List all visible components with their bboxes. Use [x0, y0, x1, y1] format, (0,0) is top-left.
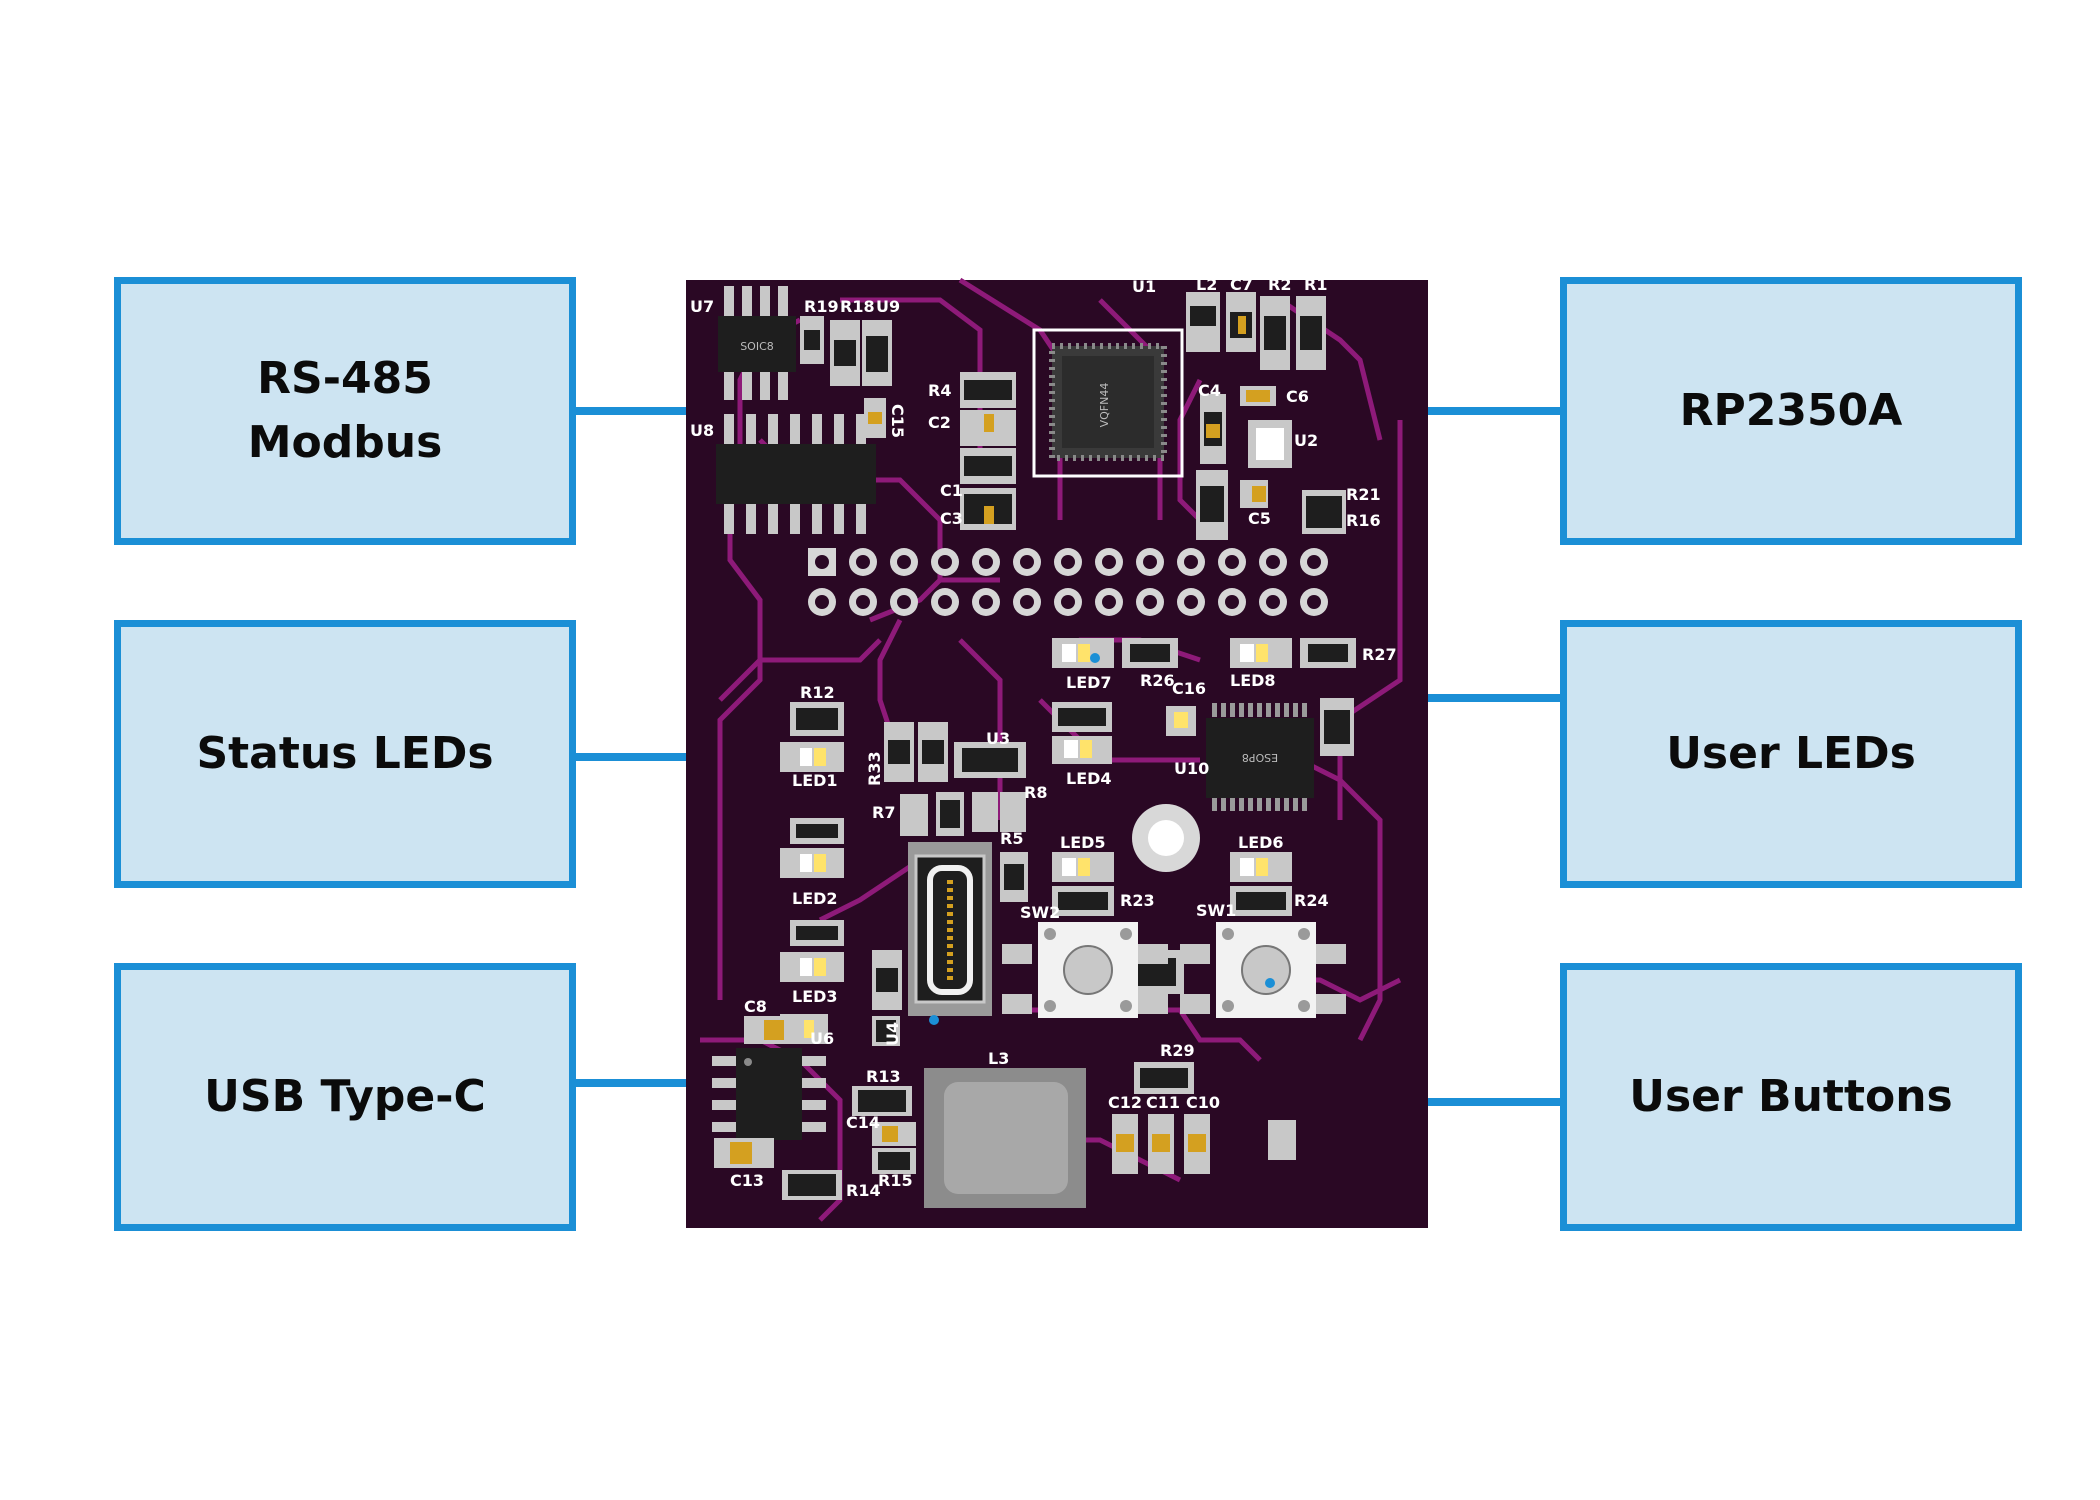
u10-mark: ESOP8: [1242, 751, 1278, 764]
u10-chip: ESOP8: [1206, 703, 1314, 811]
ref-r21: R21: [1346, 485, 1381, 504]
ref-r4: R4: [928, 381, 951, 400]
ref-c11: C11: [1146, 1093, 1180, 1112]
ref-u1: U1: [1132, 277, 1156, 296]
ref-led1: LED1: [792, 771, 838, 790]
ref-r16: R16: [1346, 511, 1381, 530]
ref-c12: C12: [1108, 1093, 1142, 1112]
ref-r13: R13: [866, 1067, 901, 1086]
sw2-switch: [1002, 922, 1168, 1018]
ref-l3: L3: [988, 1049, 1009, 1068]
l3-inductor: [924, 1068, 1086, 1208]
ref-led5: LED5: [1060, 833, 1106, 852]
callout-status-leds: Status LEDs: [114, 620, 576, 888]
ref-led6: LED6: [1238, 833, 1284, 852]
u7-mark: SOIC8: [740, 340, 774, 353]
usb-c-connector: [908, 842, 992, 1016]
ref-c16: C16: [1172, 679, 1206, 698]
ref-l2: L2: [1196, 275, 1217, 294]
ref-r24: R24: [1294, 891, 1329, 910]
ref-led3: LED3: [792, 987, 838, 1006]
mounting-hole: [1132, 804, 1200, 872]
ref-c4: C4: [1198, 381, 1221, 400]
ref-c1: C1: [940, 481, 963, 500]
ref-c6: C6: [1286, 387, 1309, 406]
callout-rs485-modbus: RS-485 Modbus: [114, 277, 576, 545]
ref-r12: R12: [800, 683, 835, 702]
ref-u7: U7: [690, 297, 714, 316]
callout-label: Status LEDs: [196, 728, 494, 780]
callout-label: User LEDs: [1666, 728, 1916, 780]
pcb-board: SOIC8: [686, 275, 1428, 1228]
ref-u2: U2: [1294, 431, 1318, 450]
ref-r19: R19: [804, 297, 839, 316]
ref-u10: U10: [1174, 759, 1209, 778]
callout-user-buttons: User Buttons: [1560, 963, 2022, 1231]
callout-label: USB Type-C: [204, 1071, 486, 1123]
callout-usb-type-c: USB Type-C: [114, 963, 576, 1231]
u1-chip: VQFN44: [1032, 328, 1184, 478]
ref-sw2: SW2: [1020, 903, 1060, 922]
ref-sw1: SW1: [1196, 901, 1236, 920]
ref-r8: R8: [1024, 783, 1047, 802]
ref-c15: C15: [888, 404, 907, 438]
ref-c5: C5: [1248, 509, 1271, 528]
ref-c2: C2: [928, 413, 951, 432]
pin-header: [808, 548, 1328, 616]
ref-r29: R29: [1160, 1041, 1195, 1060]
ref-u3: U3: [986, 729, 1010, 748]
ref-u9: U9: [876, 297, 900, 316]
callout-rp2350a: RP2350A: [1560, 277, 2022, 545]
rs485-passives: [800, 316, 892, 438]
ref-r15: R15: [878, 1171, 913, 1190]
ref-c10: C10: [1186, 1093, 1220, 1112]
u8-chip: [716, 414, 876, 534]
u1-mark: VQFN44: [1098, 383, 1111, 428]
ref-c14: C14: [846, 1113, 880, 1132]
ref-r2: R2: [1268, 275, 1291, 294]
ref-c8: C8: [744, 997, 767, 1016]
sw1-switch: [1180, 922, 1346, 1018]
button-led-parts: [1052, 852, 1296, 1160]
callout-label: RS-485 Modbus: [247, 353, 443, 468]
ref-u8: U8: [690, 421, 714, 440]
ref-led8: LED8: [1230, 671, 1276, 690]
ref-led4: LED4: [1066, 769, 1112, 788]
ref-u4: U4: [883, 1022, 902, 1046]
ref-r33: R33: [865, 751, 884, 786]
ref-r7: R7: [872, 803, 895, 822]
ref-c13: C13: [730, 1171, 764, 1190]
ref-c3: C3: [940, 509, 963, 528]
ref-u6: U6: [810, 1029, 834, 1048]
callout-label: RP2350A: [1679, 385, 1903, 437]
ref-r1: R1: [1304, 275, 1327, 294]
ref-r27: R27: [1362, 645, 1397, 664]
callout-user-leds: User LEDs: [1560, 620, 2022, 888]
ref-r23: R23: [1120, 891, 1155, 910]
callout-label: User Buttons: [1629, 1071, 1953, 1123]
ref-led2: LED2: [792, 889, 838, 908]
ref-r26: R26: [1140, 671, 1175, 690]
ref-c7: C7: [1230, 275, 1253, 294]
ref-r14: R14: [846, 1181, 881, 1200]
u6-chip: [712, 1016, 916, 1200]
ref-led7: LED7: [1066, 673, 1112, 692]
silkscreen-labels: U7 R19 R18 U9 U8 C15 U1 L2 C7 R2 R1 R4 C…: [690, 275, 1397, 1200]
ref-r5: R5: [1000, 829, 1023, 848]
u7-chip: SOIC8: [718, 286, 796, 400]
ref-r18: R18: [840, 297, 875, 316]
